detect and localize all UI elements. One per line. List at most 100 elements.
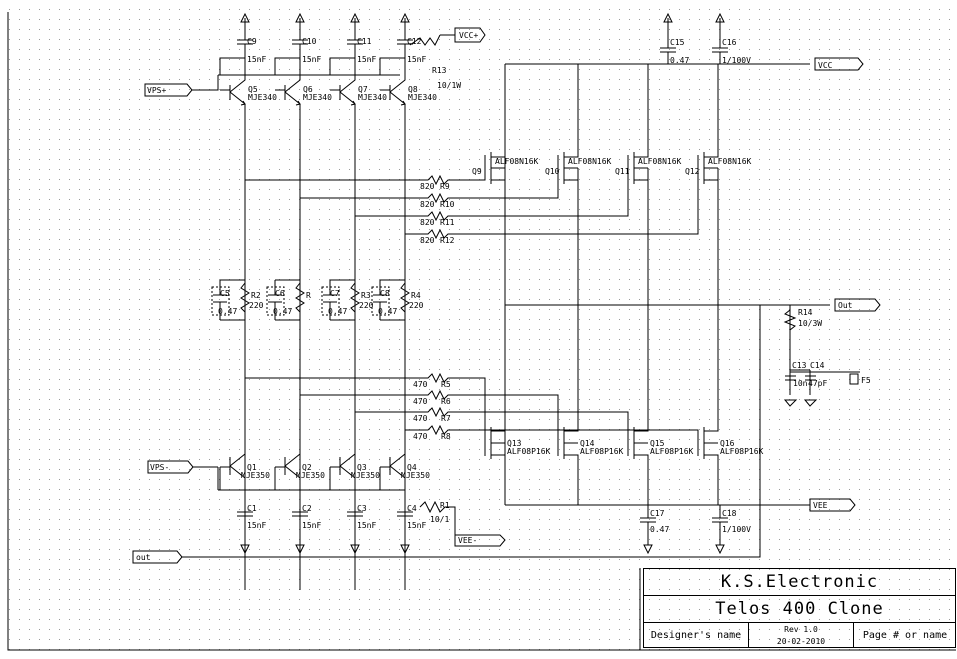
- resistor-value: 470: [413, 380, 428, 389]
- resistor-value: 820: [420, 236, 435, 245]
- mosfet-ref: Q14: [580, 439, 595, 448]
- rail-cap-ref: C17: [650, 509, 665, 518]
- mosfet-part: ALF08P16K: [507, 447, 551, 456]
- mosfet-part: ALF08N16K: [708, 157, 752, 166]
- rail-cap-ref: C18: [722, 509, 737, 518]
- resistor-value: 470: [413, 397, 428, 406]
- gate-resistor-p-3: 470 R8: [405, 424, 699, 443]
- transistor-part: MJE340: [408, 93, 437, 102]
- mosfet-ref: Q12: [685, 167, 700, 176]
- bias-res-ref: R4: [411, 291, 421, 300]
- rail-cap-value: 1/100V: [722, 525, 751, 534]
- rail-cap-2: C17 0.47: [640, 505, 669, 555]
- project-title: Telos 400 Clone: [644, 596, 955, 623]
- bias-res-ref: R3: [361, 291, 371, 300]
- date: 20-02-2010: [776, 637, 826, 646]
- gate-resistor-p-2: 470 R7: [355, 406, 629, 443]
- rail-cap-ref: C16: [722, 38, 737, 47]
- title-block: K.S.Electronic Telos 400 Clone Designer'…: [643, 568, 956, 648]
- bias-cap-value: 0.47: [273, 307, 292, 316]
- rail-cap-ref: C15: [670, 38, 685, 47]
- mosfet-part: ALF08N16K: [638, 157, 682, 166]
- fuse-label: F5: [861, 376, 871, 385]
- net-out-right-label: Out: [838, 301, 853, 310]
- transistor-ref: Q4: [407, 463, 417, 472]
- gate-resistor-n-0: 820 R9: [245, 168, 486, 191]
- transistor-part: MJE340: [358, 93, 387, 102]
- bias-cap-ref: C8: [380, 289, 390, 298]
- revision-date-cell: Rev 1.0 20-02-2010: [749, 623, 854, 648]
- bias-res-value: 220: [409, 301, 424, 310]
- bias-pair-1: C60.47R: [266, 279, 311, 321]
- cap-ref: C9: [247, 37, 257, 46]
- mosfet-ref: Q13: [507, 439, 522, 448]
- resistor-ref: R9: [440, 182, 450, 191]
- bias-res-value: 220: [359, 301, 374, 310]
- cap-ref: C10: [302, 37, 317, 46]
- bias-cap-value: 0.47: [378, 307, 397, 316]
- cap-value: 15nF: [247, 521, 266, 530]
- mosfet-ref: Q15: [650, 439, 665, 448]
- cap-ref: C2: [302, 504, 312, 513]
- cap-value: 15nF: [247, 55, 266, 64]
- bias-cap-ref: C5: [220, 289, 230, 298]
- resistor-ref: R5: [441, 380, 451, 389]
- bias-res-ref: R2: [251, 291, 261, 300]
- net-vcc-label: VCC: [818, 61, 833, 70]
- transistor-ref: Q6: [303, 85, 313, 94]
- transistor-part: MJE340: [248, 93, 277, 102]
- c14-value: 47pF: [808, 379, 827, 388]
- c13-value: 10n: [793, 379, 808, 388]
- cap-value: 15nF: [357, 55, 376, 64]
- cap-value: 15nF: [302, 521, 321, 530]
- rail-cap-value: 1/100V: [722, 56, 751, 65]
- resistor-ref: R11: [440, 218, 455, 227]
- rail-cap-3: C18 1/100V: [712, 505, 751, 555]
- r14-ref: R14: [798, 308, 813, 317]
- resistor-value: 820: [420, 218, 435, 227]
- transistor-ref: Q2: [302, 463, 312, 472]
- transistor-part: MJE350: [401, 471, 430, 480]
- bias-cap-ref: C7: [330, 289, 340, 298]
- resistor-value: 820: [420, 182, 435, 191]
- transistor-part: MJE340: [303, 93, 332, 102]
- resistor-ref: R8: [441, 432, 451, 441]
- r1-ref: R1: [440, 501, 450, 510]
- cap-value: 15nF: [302, 55, 321, 64]
- resistor-ref: R10: [440, 200, 455, 209]
- mosfet-n-3: ALF08N16K Q12: [685, 64, 752, 305]
- transistor-ref: Q5: [248, 85, 258, 94]
- r13-value: 10/1W: [437, 81, 461, 90]
- transistor-part: MJE350: [241, 471, 270, 480]
- rail-cap-0: C15 0.47: [660, 12, 689, 65]
- transistor-part: MJE350: [351, 471, 380, 480]
- gate-resistor-p-1: 470 R6: [300, 389, 559, 443]
- net-vcc-plus-label: VCC+: [459, 31, 478, 40]
- cap-ref: C11: [357, 37, 372, 46]
- rail-cap-value: 0.47: [670, 56, 689, 65]
- net-vee-label: VEE: [813, 501, 828, 510]
- resistor-value: 470: [413, 432, 428, 441]
- transistor-ref: Q7: [358, 85, 368, 94]
- cap-ref: C1: [247, 504, 257, 513]
- bias-cap-ref: C6: [275, 289, 285, 298]
- designer-name: Designer's name: [644, 623, 749, 648]
- resistor-ref: R7: [441, 414, 451, 423]
- mosfet-part: ALF08P16K: [650, 447, 694, 456]
- net-out-left-label: out: [136, 553, 151, 562]
- resistor-ref: R12: [440, 236, 455, 245]
- bias-cap-value: 0.47: [328, 307, 347, 316]
- resistor-ref: R6: [441, 397, 451, 406]
- c14-ref: C14: [810, 361, 825, 370]
- mosfet-ref: Q10: [545, 167, 560, 176]
- rail-cap-value: 0.47: [650, 525, 669, 534]
- mosfet-part: ALF08N16K: [495, 157, 539, 166]
- net-vee-minus-label: VEE-: [458, 536, 477, 545]
